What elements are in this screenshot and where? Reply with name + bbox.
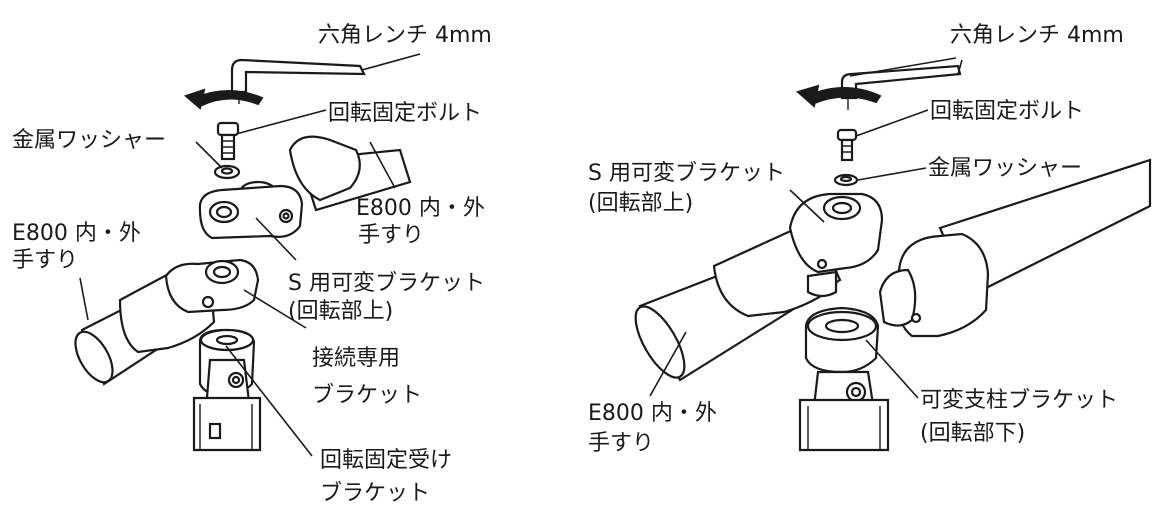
left-connection-bracket-label-2: ブラケット (312, 383, 422, 408)
left-connection-bracket (164, 258, 260, 314)
right-handrail-lower (878, 158, 1152, 338)
left-s-bracket (198, 184, 304, 240)
right-figure: 六角レンチ 4mm 回転固定ボルト 金属ワッシャー S 用可変ブラケット (回転… (588, 23, 1152, 456)
right-hex-wrench-label: 六角レンチ 4mm (950, 23, 1124, 48)
right-rotation-bolt (836, 128, 858, 162)
right-post-bracket-label-2: (回転部下) (920, 421, 1025, 446)
left-receiving-bracket-label-1: 回転固定受け (320, 448, 452, 473)
left-rotation-bolt (216, 121, 240, 161)
right-s-bracket-label-1: S 用可変ブラケット (588, 161, 785, 186)
left-rotation-bolt-label: 回転固定ボルト (328, 101, 482, 126)
right-s-bracket-label-2: (回転部上) (588, 191, 693, 216)
left-metal-washer (213, 164, 241, 180)
right-handrail-label-2: 手すり (588, 431, 654, 456)
left-handrail-upper-label-1: E800 内・外 (356, 196, 485, 221)
left-rotation-arrow-icon (184, 88, 264, 110)
left-s-bracket-label-2: (回転部上) (288, 299, 393, 324)
right-s-bracket (788, 192, 884, 298)
right-post-bracket (798, 306, 890, 452)
left-handrail-lower-label-2: 手すり (12, 248, 78, 273)
left-receiving-bracket-label-2: ブラケット (320, 481, 430, 506)
left-hex-wrench-label: 六角レンチ 4mm (318, 23, 492, 48)
right-metal-washer (833, 173, 859, 187)
left-metal-washer-label: 金属ワッシャー (12, 128, 166, 153)
left-figure: 六角レンチ 4mm 回転固定ボルト 金属ワッシャー E800 内・外 手すり E… (12, 23, 492, 506)
left-handrail-upper-label-2: 手すり (358, 223, 424, 248)
right-hex-wrench (840, 57, 962, 110)
right-post-bracket-label-1: 可変支柱ブラケット (920, 388, 1118, 413)
right-handrail-label-1: E800 内・外 (588, 401, 717, 426)
left-handrail-lower-label-1: E800 内・外 (12, 221, 141, 246)
right-rotation-arrow-icon (795, 84, 882, 108)
right-metal-washer-label: 金属ワッシャー (928, 156, 1082, 181)
left-s-bracket-label-1: S 用可変ブラケット (288, 271, 485, 296)
left-receiving-bracket (192, 328, 262, 452)
right-rotation-bolt-label: 回転固定ボルト (930, 99, 1084, 124)
left-connection-bracket-label-1: 接続専用 (312, 346, 400, 371)
